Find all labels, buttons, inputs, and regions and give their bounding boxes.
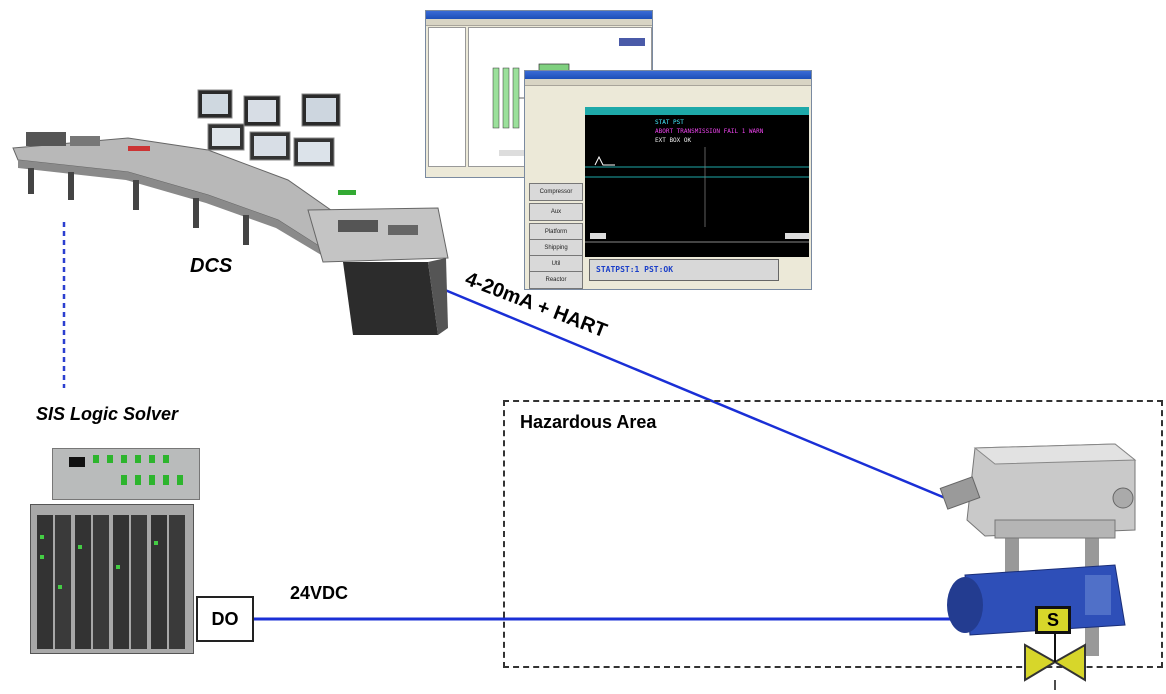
cable-gland <box>939 476 981 510</box>
actuator-end-cap <box>947 577 983 633</box>
faceplate-trend <box>585 147 809 243</box>
console-pedestal <box>343 262 438 335</box>
faceplate-screen: STAT PST ABORT TRANSMISSION FAIL 1 WARN … <box>585 107 809 257</box>
faceplate-line: ABORT TRANSMISSION FAIL 1 WARN <box>655 128 764 135</box>
sis-display <box>69 457 85 467</box>
enclosure-knob <box>1112 487 1134 509</box>
window-menubar <box>525 79 811 86</box>
window-menubar <box>426 19 652 26</box>
dcs-label: DCS <box>190 255 233 277</box>
console-monitor-screen <box>306 98 336 122</box>
bracket-plate <box>994 519 1116 539</box>
hmi-faceplate-window: STAT PST ABORT TRANSMISSION FAIL 1 WARN … <box>524 70 812 290</box>
dcs-console-illustration <box>12 89 449 335</box>
hmi-button-compressor[interactable]: Compressor <box>529 183 583 201</box>
window-tree-pane <box>428 27 466 167</box>
faceplate-status-bar: STATPST:1 PST:OK <box>589 259 779 281</box>
console-leg <box>193 198 199 228</box>
console-pedestal-side <box>428 258 448 335</box>
do-box: DO <box>196 596 254 642</box>
sis-label: SIS Logic Solver <box>36 404 179 424</box>
console-monitor-screen <box>212 128 240 146</box>
window-titlebar <box>426 11 652 19</box>
faceplate-status-text: STATPST:1 PST:OK <box>596 265 674 274</box>
sis-controller-module <box>52 448 200 500</box>
hazardous-area-box <box>503 400 1163 668</box>
console-leg <box>28 168 34 194</box>
window-titlebar <box>525 71 811 79</box>
actuator-label-plate <box>1085 575 1111 615</box>
hmi-button-reactor[interactable]: Reactor <box>529 271 583 289</box>
sis-logic-solver <box>30 448 200 654</box>
faceplate-header-bar <box>585 107 809 115</box>
console-monitor-screen <box>202 94 228 114</box>
faceplate-line: EXT BOX OK <box>655 137 692 144</box>
console-monitor-screen <box>248 100 276 122</box>
console-controls <box>338 190 356 195</box>
console-unit <box>70 136 100 146</box>
console-wing <box>307 207 449 263</box>
console-monitor-screen <box>298 142 330 162</box>
valve-positioner-illustration <box>939 443 1137 690</box>
hart-signal-line <box>444 288 951 502</box>
sis-io-rack <box>30 504 194 654</box>
console-leg <box>133 180 139 210</box>
console-leg <box>68 172 74 200</box>
hmi-button-aux[interactable]: Aux <box>529 203 583 221</box>
console-monitor-screen <box>254 136 286 156</box>
console-printer <box>26 132 66 146</box>
dc-signal-label: 24VDC <box>290 583 349 603</box>
console-leg <box>243 215 249 245</box>
hazardous-area-label: Hazardous Area <box>520 412 657 432</box>
valve-body-right <box>1053 643 1086 682</box>
faceplate-line: STAT PST <box>655 119 684 126</box>
positioner-enclosure-top <box>973 443 1137 465</box>
console-keyboard <box>338 220 378 232</box>
sis-io-cards <box>37 515 185 649</box>
console-controls <box>128 146 150 151</box>
console-desk-edge <box>18 160 333 262</box>
solenoid-box: S <box>1035 606 1071 634</box>
valve-body-left <box>1024 643 1057 682</box>
sis-leds <box>93 455 183 485</box>
console-keyboard <box>388 225 418 235</box>
